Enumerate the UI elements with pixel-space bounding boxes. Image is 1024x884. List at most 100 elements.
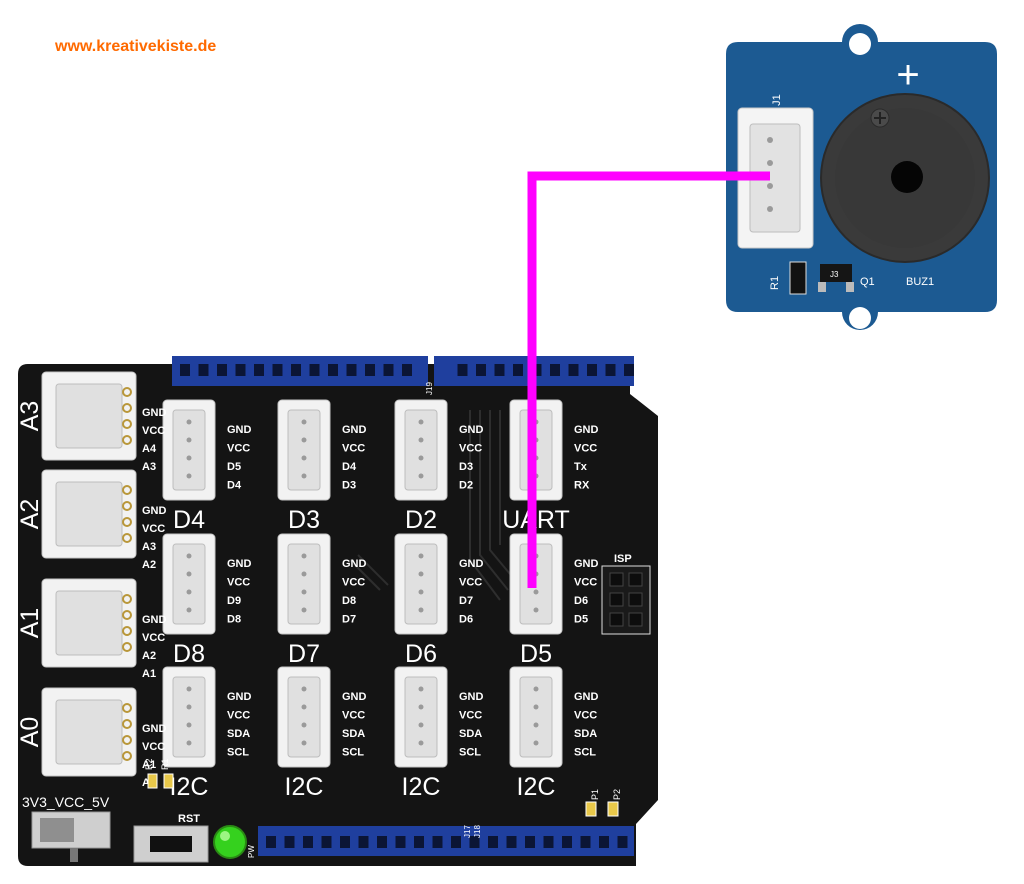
r1-label: R1	[769, 276, 781, 290]
pin-label: SCL	[574, 747, 596, 759]
bottom-header	[258, 826, 634, 856]
pin-label: A1	[142, 668, 156, 680]
pin-label: VCC	[227, 577, 250, 589]
buzzer-hole	[891, 161, 923, 193]
pin-label: D4	[342, 461, 357, 473]
pin-label: SDA	[459, 728, 482, 740]
port-label: A0	[16, 717, 44, 748]
transistor-q1	[820, 264, 852, 282]
pin-label: GND	[227, 558, 252, 570]
r1-shield-label: R1	[160, 758, 170, 770]
mount-hole-bottom	[849, 307, 871, 329]
resistor-r1	[789, 261, 807, 295]
pin-label: VCC	[342, 443, 365, 455]
pin-label: D8	[342, 595, 356, 607]
p2-label: P2	[612, 789, 622, 800]
pin-label: VCC	[459, 710, 482, 722]
website-watermark: www.kreativekiste.de	[55, 38, 217, 55]
port-label: D6	[405, 640, 437, 668]
port-label: D7	[288, 640, 320, 668]
voltage-switch-slider[interactable]	[40, 818, 74, 842]
pin-label: D8	[227, 614, 241, 626]
base-shield: J19 J17 J18 GNDVCCD5D4D4GNDVCCD4D3D3GNDV…	[16, 356, 658, 866]
port-label: A2	[16, 499, 44, 530]
pin-label: D7	[459, 595, 473, 607]
pin-label: A4	[142, 443, 157, 455]
pin-label: SDA	[227, 728, 250, 740]
pin-label: D5	[227, 461, 241, 473]
port-label: D2	[405, 506, 437, 534]
pw-label: PW	[247, 845, 256, 858]
pin-label: VCC	[342, 710, 365, 722]
isp-label: ISP	[614, 553, 632, 565]
pin-label: SCL	[227, 747, 249, 759]
j19-label: J19	[425, 382, 434, 395]
pin-label: VCC	[142, 523, 165, 535]
pin-label: GND	[459, 558, 484, 570]
rst-label: RST	[178, 813, 200, 825]
pin-label: D3	[342, 480, 356, 492]
pin-label: D6	[459, 614, 473, 626]
pin-label: VCC	[459, 577, 482, 589]
pin-label: A2	[142, 650, 156, 662]
pin-label: GND	[142, 723, 167, 735]
pin-label: A3	[142, 541, 156, 553]
pin-label: GND	[342, 691, 367, 703]
pin-label: GND	[459, 424, 484, 436]
r1-pad	[163, 773, 174, 789]
pin-label: VCC	[574, 443, 597, 455]
pin-label: GND	[142, 407, 167, 419]
pin-label: D9	[227, 595, 241, 607]
q1-label: Q1	[860, 276, 875, 288]
pin-label: SDA	[342, 728, 365, 740]
buzzer-module: J1 + R1 J3 Q1 BUZ1	[726, 24, 997, 330]
reset-button-cap[interactable]	[150, 836, 192, 852]
pcb-traces	[349, 410, 516, 601]
power-led	[213, 825, 247, 859]
j17-label: J17	[463, 825, 472, 838]
pin-label: D6	[574, 595, 588, 607]
pin-label: VCC	[227, 710, 250, 722]
pin-label: VCC	[142, 425, 165, 437]
pin-label: GND	[342, 424, 367, 436]
port-label: D4	[173, 506, 205, 534]
pin-label: SCL	[459, 747, 481, 759]
pin-label: GND	[342, 558, 367, 570]
pin-label: VCC	[574, 577, 597, 589]
pin-label: Tx	[574, 461, 588, 473]
pin-label: SDA	[574, 728, 597, 740]
j18-label: J18	[473, 825, 482, 838]
port-label: A3	[16, 401, 44, 432]
isp-header[interactable]	[601, 565, 651, 635]
pin-label: A1	[142, 759, 156, 771]
port-label: D5	[520, 640, 552, 668]
pin-label: VCC	[342, 577, 365, 589]
port-label: D3	[288, 506, 320, 534]
pin-label: GND	[227, 691, 252, 703]
pin-label: D2	[459, 480, 473, 492]
buz1-label: BUZ1	[906, 276, 934, 288]
p2-pad	[607, 801, 619, 817]
j1-label: J1	[771, 94, 783, 106]
port-label: A1	[16, 608, 44, 639]
pin-label: GND	[574, 691, 599, 703]
p1-label: P1	[590, 789, 600, 800]
pin-label: A2	[142, 559, 156, 571]
pin-label: GND	[574, 424, 599, 436]
port-label: I2C	[285, 773, 324, 801]
j3-label: J3	[830, 270, 839, 279]
connection-wire	[527, 171, 770, 588]
pin-label: VCC	[574, 710, 597, 722]
